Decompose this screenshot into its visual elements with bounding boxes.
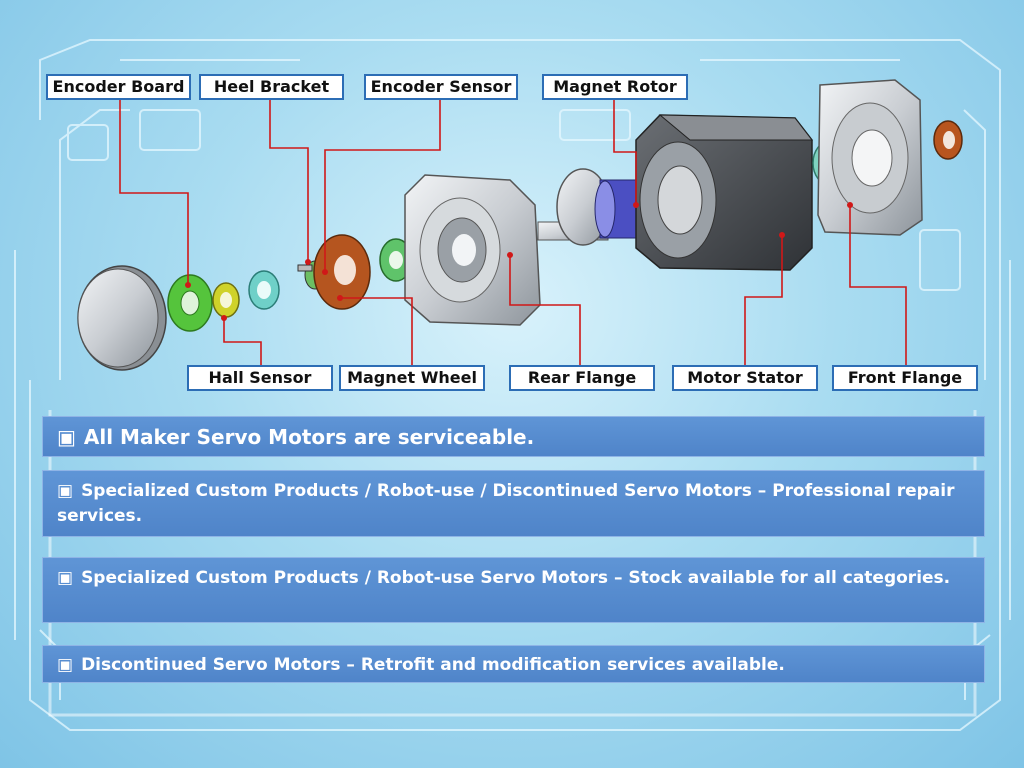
leader-heel-bracket — [269, 97, 309, 262]
panel-text: Discontinued Servo Motors – Retrofit and… — [81, 655, 785, 675]
bullet-icon: ▣ — [57, 425, 76, 449]
leader-magnet-rotor — [613, 97, 637, 205]
leader-rear-flange — [509, 255, 581, 367]
label-heel-bracket: Heel Bracket — [199, 74, 344, 100]
leader-lines — [119, 97, 907, 367]
label-encoder-board: Encoder Board — [46, 74, 191, 100]
label-motor-stator: Motor Stator — [672, 365, 818, 391]
label-hall-sensor: Hall Sensor — [187, 365, 333, 391]
rear-flange-part — [404, 174, 541, 326]
encoder-board-part — [167, 274, 213, 332]
panel-text: Specialized Custom Products / Robot-use … — [57, 481, 955, 526]
bullet-icon: ▣ — [57, 655, 74, 675]
leader-encoder-sensor — [324, 97, 441, 272]
oil-seal-part — [933, 120, 963, 160]
exploded-motor-diagram — [77, 79, 963, 371]
hall-sensor-part — [212, 282, 240, 318]
motor-stator-part — [635, 114, 814, 271]
bullet-icon: ▣ — [57, 568, 74, 588]
leader-magnet-wheel — [340, 297, 413, 367]
info-panel-retrofit: ▣ Discontinued Servo Motors – Retrofit an… — [42, 645, 985, 683]
magnet-wheel-part — [313, 234, 371, 310]
label-encoder-sensor: Encoder Sensor — [364, 74, 518, 100]
encoder-sensor-part — [379, 238, 413, 282]
front-flange-part — [817, 79, 923, 236]
leader-encoder-board — [119, 97, 189, 285]
panel-text: Specialized Custom Products / Robot-use … — [81, 568, 951, 588]
info-panel-repair: ▣Specialized Custom Products / Robot-use… — [42, 470, 985, 537]
bearing-part — [248, 270, 280, 310]
bullet-icon: ▣ — [57, 481, 74, 501]
label-magnet-rotor: Magnet Rotor — [542, 74, 688, 100]
info-panel-stock: ▣ Specialized Custom Products / Robot-use… — [42, 557, 985, 623]
panel-text: All Maker Servo Motors are serviceable. — [83, 425, 535, 449]
leader-arrowheads — [185, 202, 853, 321]
info-panel-serviceable: ▣ All Maker Servo Motors are serviceable. — [42, 416, 985, 457]
leader-hall-sensor — [223, 318, 262, 367]
leader-front-flange — [849, 205, 907, 367]
label-rear-flange: Rear Flange — [509, 365, 655, 391]
label-front-flange: Front Flange — [832, 365, 978, 391]
leader-motor-stator — [744, 235, 783, 367]
label-magnet-wheel: Magnet Wheel — [339, 365, 485, 391]
end-cover-part — [77, 265, 167, 371]
